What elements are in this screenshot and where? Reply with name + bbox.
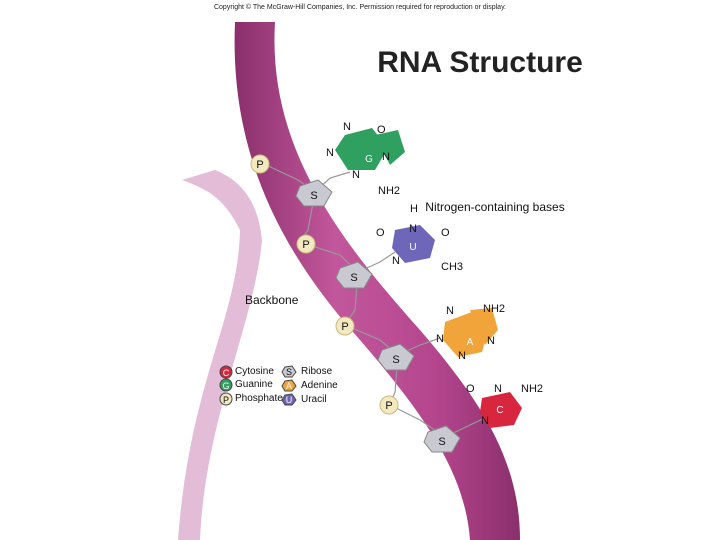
svg-text:P: P [302,239,309,251]
legend-adenine-label: Adenine [301,380,338,391]
legend-ribose-swatch [281,365,297,378]
guanine-atom-n4: N [352,169,360,181]
cytosine-base: C O N NH2 N [466,383,543,428]
cytosine-atom-o: O [466,383,475,395]
adenine-letter: A [467,337,474,348]
backbone-shadow [178,170,262,540]
phosphate-4: P [379,395,399,415]
diagram-title: RNA Structure [377,46,583,79]
ribose-3: S [377,343,415,371]
cytosine-atom-n2: N [481,415,489,427]
adenine-atom-n3: N [487,335,495,347]
guanine-atom-n3: N [382,151,390,163]
svg-text:S: S [310,190,317,202]
legend-ribose-label: Ribose [301,366,333,377]
adenine-atom-n2: N [436,333,444,345]
svg-text:S: S [392,354,399,366]
legend-cytosine-swatch [219,365,233,379]
uracil-atom-o2: O [441,227,450,239]
uracil-base: U H O N O N CH3 [376,203,463,273]
ribose-sugars: S S S S [295,179,461,453]
cytosine-atom-n1: N [494,383,502,395]
backbone-ribbon [234,22,520,540]
adenine-atom-n1: N [446,305,454,317]
uracil-atom-h: H [410,203,418,215]
svg-text:P: P [341,321,348,333]
svg-text:S: S [286,367,292,377]
uracil-letter: U [409,242,416,253]
guanine-letter: G [365,154,373,165]
copyright-notice: Copyright © The McGraw-Hill Companies, I… [213,4,506,11]
bases-label: Nitrogen-containing bases [425,200,565,214]
backbone-label: Backbone [245,293,299,307]
ribose-2: S [335,261,373,289]
adenine-atom-n4: N [458,350,466,362]
uracil-atom-n2: N [392,255,400,267]
phosphate-2: P [296,234,316,254]
legend-uracil-label: Uracil [301,394,327,405]
phosphate-1: P [250,154,270,174]
phosphate-groups: P P P P [250,154,399,415]
ribose-4: S [423,425,461,453]
svg-text:C: C [223,368,230,378]
phosphate-3: P [335,316,355,336]
legend-cytosine-label: Cytosine [235,366,274,377]
svg-text:S: S [350,272,357,284]
svg-text:P: P [223,395,229,405]
svg-text:U: U [286,395,293,405]
guanine-atom-n1: N [343,121,351,133]
uracil-atom-o1: O [376,227,385,239]
legend-guanine-swatch [219,378,233,392]
cytosine-letter: C [496,405,503,416]
legend-guanine-label: Guanine [235,379,273,390]
adenine-base: A N NH2 N N N [436,303,505,362]
cytosine-atom-nh2: NH2 [521,383,543,395]
guanine-base: G N O N N N NH2 [326,121,405,197]
svg-text:G: G [222,381,229,391]
uracil-atom-n1: N [409,223,417,235]
legend-uracil-swatch [281,393,297,406]
guanine-atom-n2: N [326,147,334,159]
guanine-atom-o: O [377,124,386,136]
legend-phosphate-label: Phosphate [235,393,283,404]
svg-text:S: S [438,436,445,448]
svg-text:A: A [286,381,292,391]
ribose-1: S [295,179,333,207]
svg-text:P: P [256,159,263,171]
legend-phosphate-swatch [219,392,233,406]
legend-symbols: C G P S A U [219,365,297,406]
guanine-atom-nh2: NH2 [378,185,400,197]
svg-text:P: P [385,400,392,412]
adenine-atom-nh2: NH2 [483,303,505,315]
uracil-atom-ch3: CH3 [441,261,463,273]
legend-adenine-swatch [281,379,297,392]
